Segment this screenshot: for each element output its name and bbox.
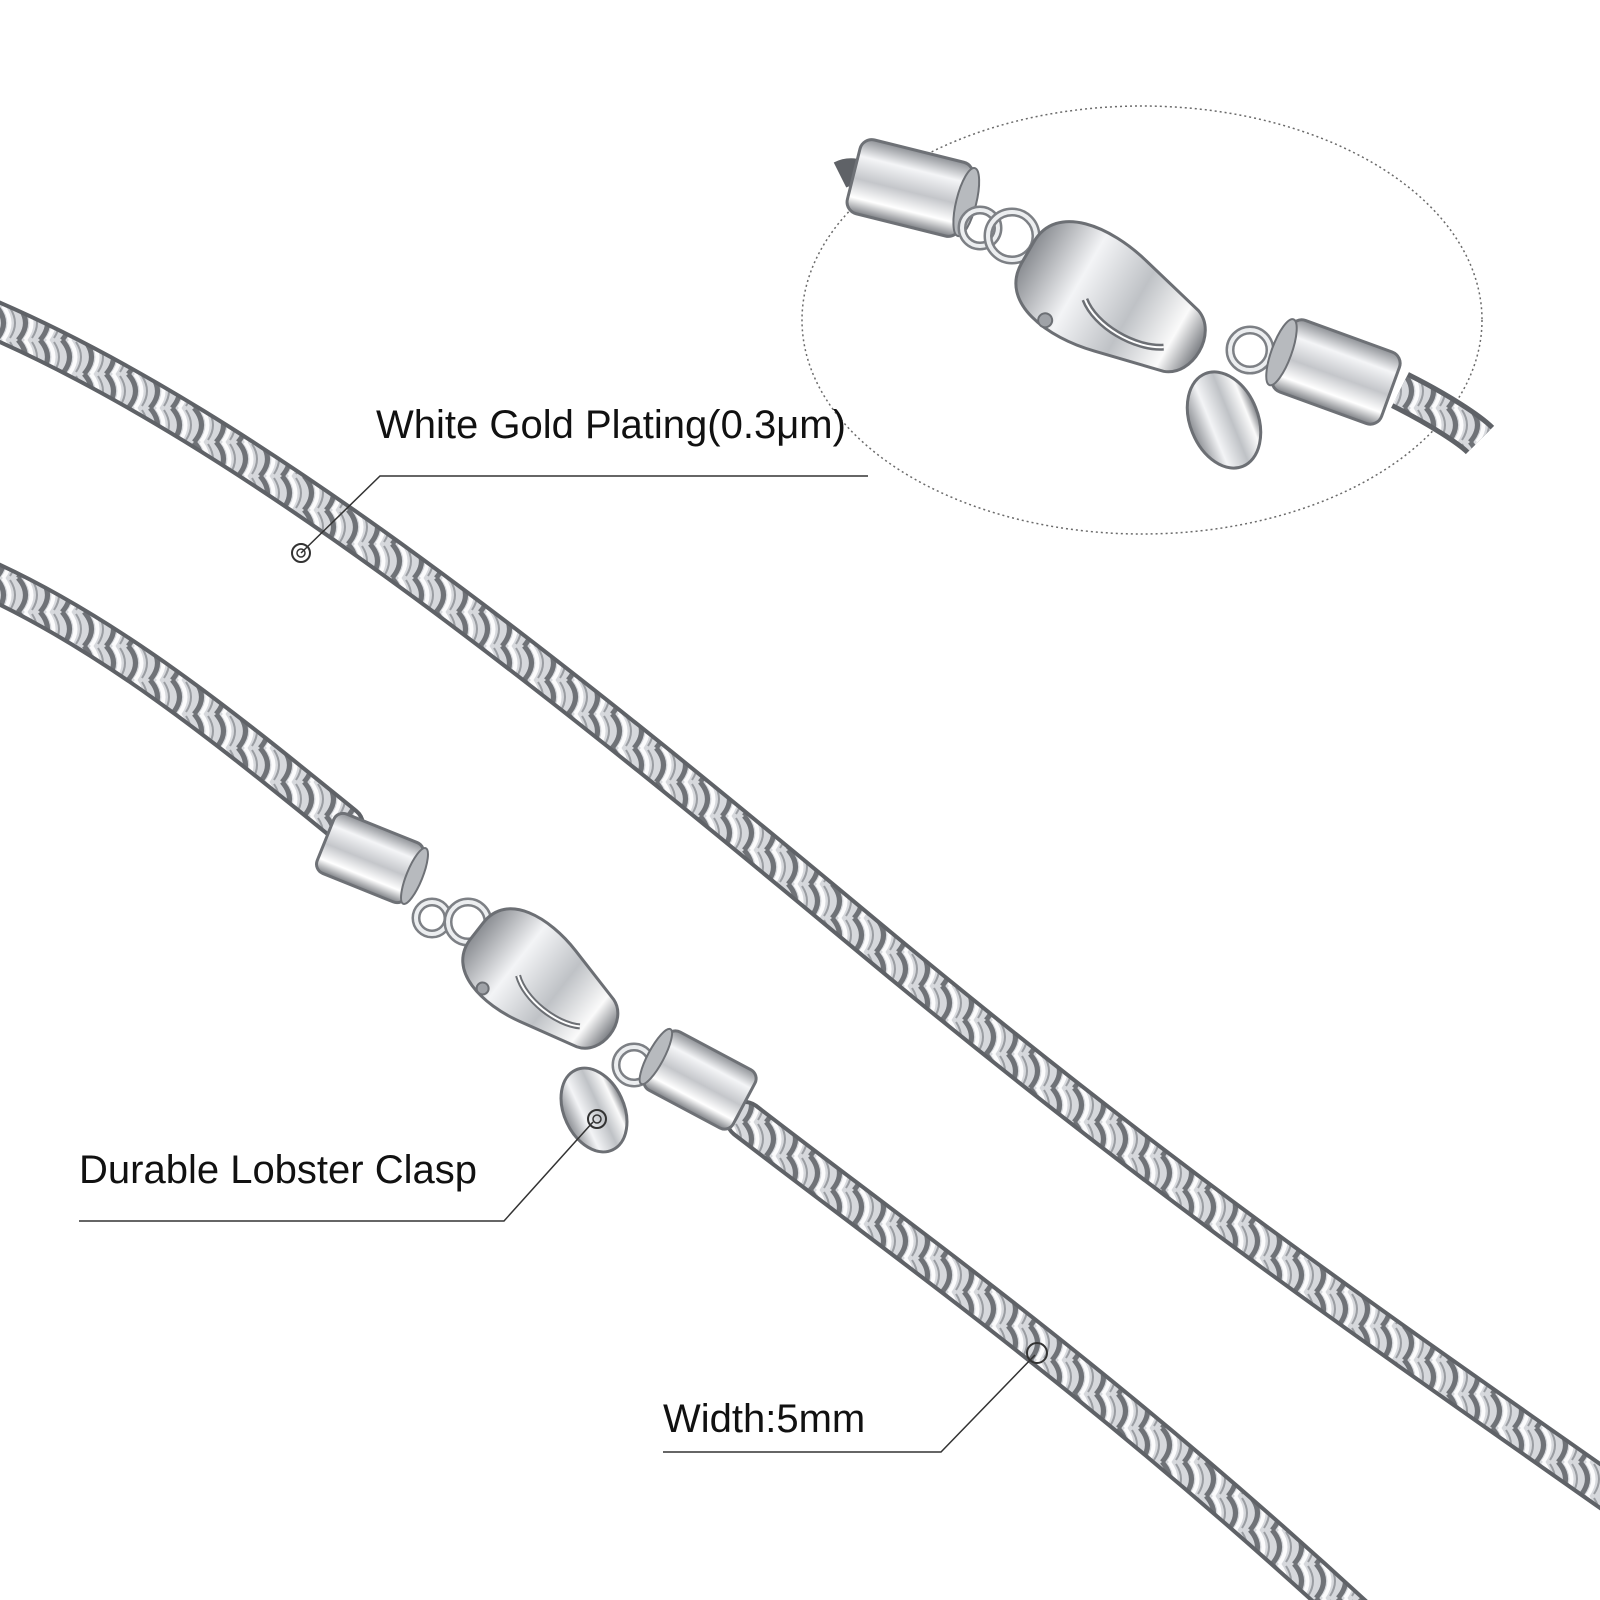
clasp-assembly	[315, 811, 758, 1154]
callout-plating-leader	[291, 475, 868, 563]
callout-plating-label: White Gold Plating(0.3μm)	[376, 403, 846, 447]
callout-clasp-label: Durable Lobster Clasp	[79, 1148, 477, 1192]
clasp-detail-inset	[801, 105, 1495, 535]
end-cap-left	[315, 811, 429, 905]
callout-width-label: Width:5mm	[663, 1397, 866, 1441]
lobster-clasp	[461, 907, 620, 1050]
rope-chain-strand-left	[0, 562, 365, 845]
rope-chain-strand-lower	[725, 1100, 1368, 1600]
callout-clasp-leader	[79, 1109, 607, 1222]
end-cap-right	[638, 1027, 758, 1131]
rope-chain-strand-long	[0, 300, 1600, 1511]
callout-width-leader	[663, 1342, 1048, 1453]
